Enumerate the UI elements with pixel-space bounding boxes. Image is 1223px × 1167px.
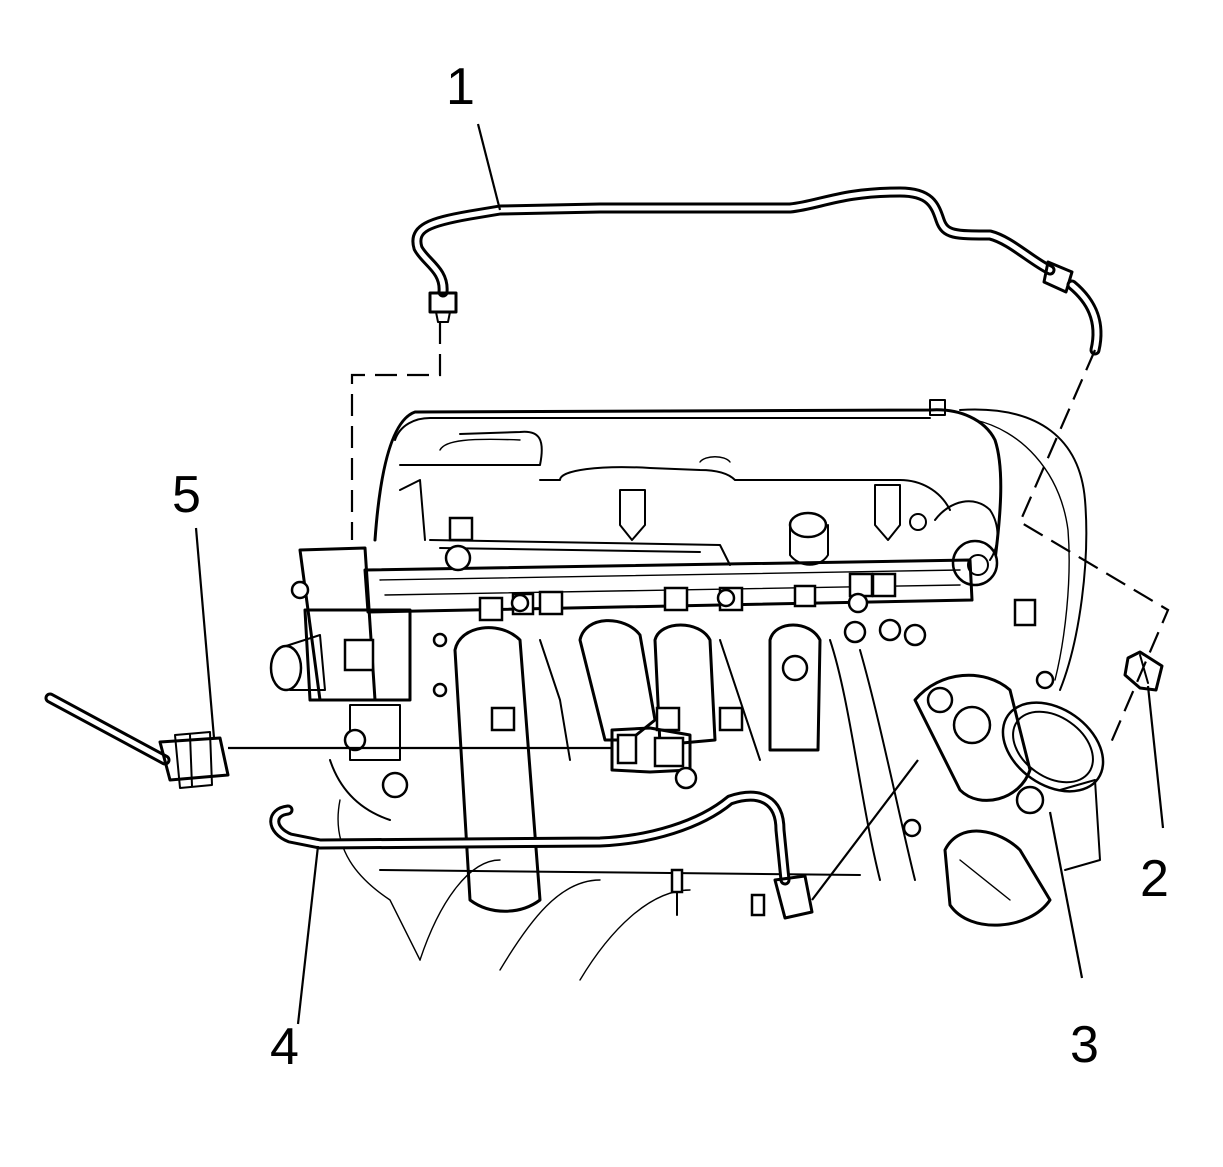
hose-1: [411, 186, 1103, 356]
callout-5: 5: [172, 466, 201, 524]
callouts: 1 2 3 4 5: [172, 58, 1169, 1076]
hose-4: [269, 790, 814, 920]
center-sensor: [610, 726, 698, 790]
leader-lines: [194, 123, 1165, 1025]
assembly-lines: [350, 322, 1170, 746]
intake-manifold: [337, 619, 916, 981]
connector-5: [44, 692, 230, 789]
clip-2: [1123, 650, 1164, 692]
engine-cam-cover: [373, 399, 1088, 691]
left-housing: [269, 546, 448, 821]
throttle-body: [902, 598, 1105, 927]
callout-4: 4: [270, 1018, 299, 1076]
callout-1: 1: [446, 58, 475, 116]
callout-2: 2: [1140, 850, 1169, 908]
callout-3: 3: [1070, 1016, 1099, 1074]
